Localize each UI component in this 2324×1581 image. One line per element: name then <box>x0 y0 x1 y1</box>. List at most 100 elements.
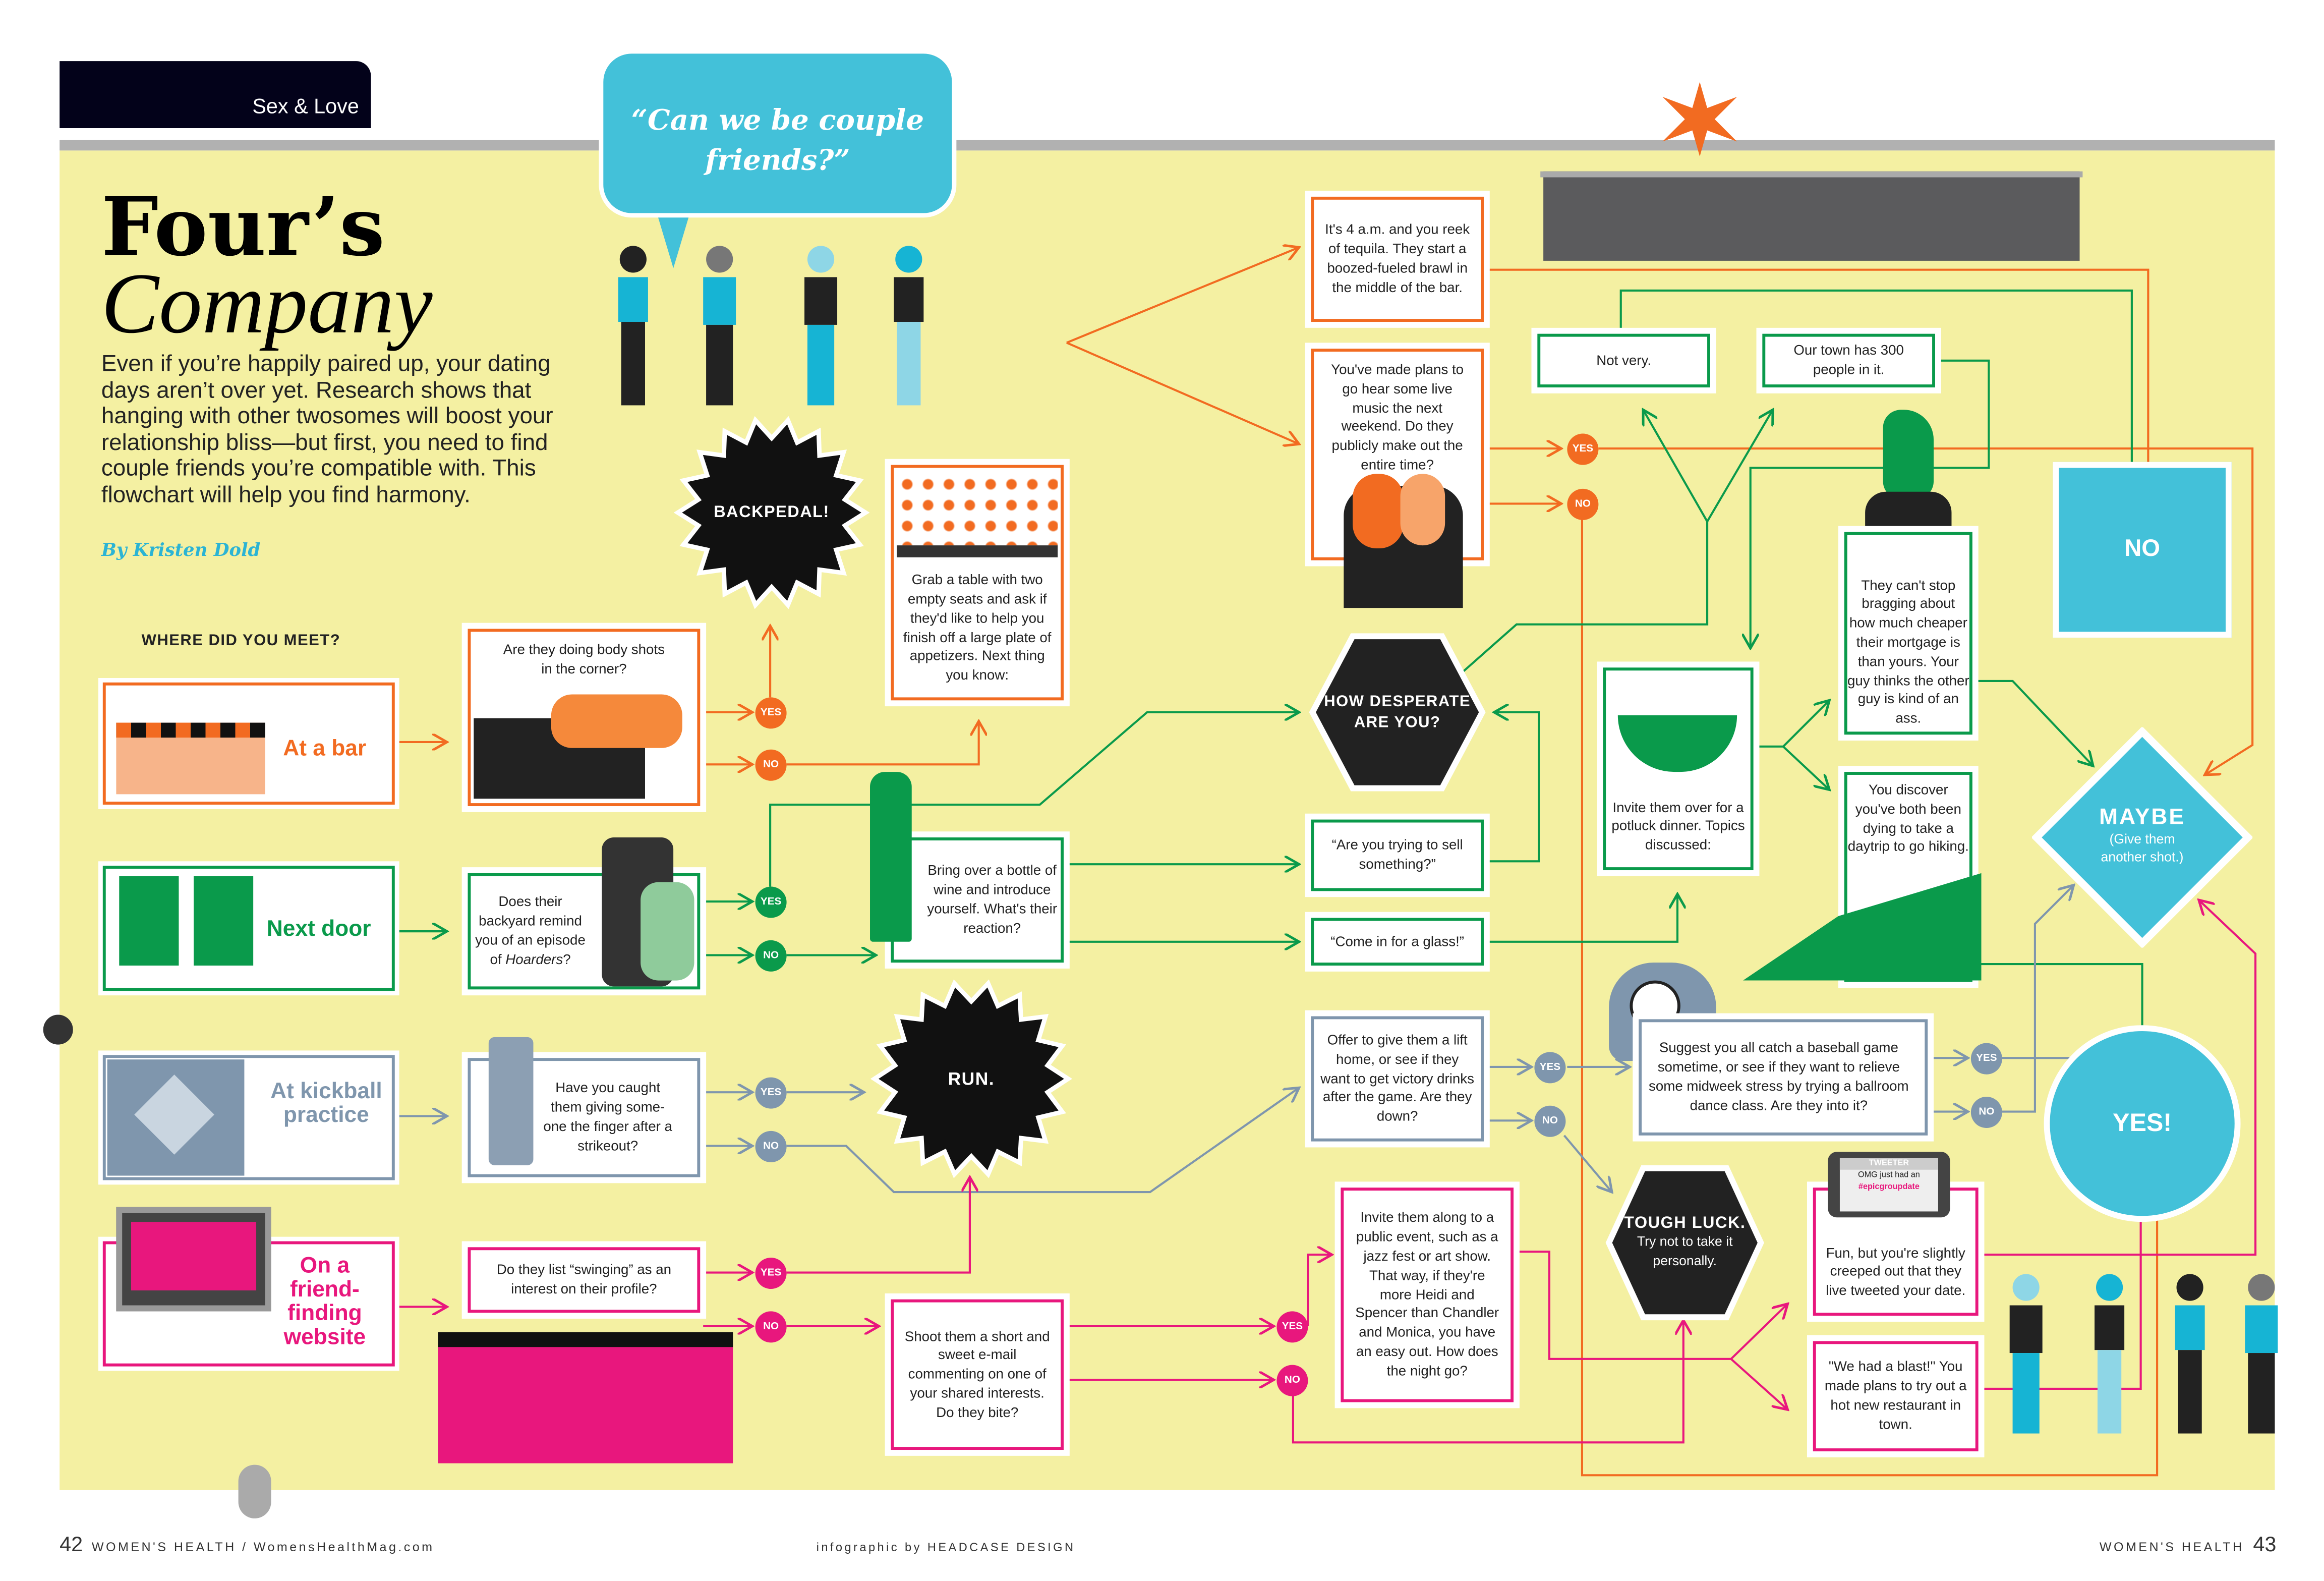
step-public-event: Invite them along to a public event, suc… <box>1334 1181 1520 1408</box>
house-icon <box>193 876 254 966</box>
bar-path-lines <box>399 247 2254 1477</box>
person-icon <box>2095 1274 2125 1434</box>
kickball-field-icon <box>107 1059 245 1176</box>
question-text: Do they list “swinging” as an interest o… <box>496 1261 672 1296</box>
step-text: Fun, but you're slightly creeped out tha… <box>1826 1244 1966 1298</box>
section-tab: Sex & Love <box>60 61 371 129</box>
person-icon <box>2175 1274 2205 1434</box>
person-icon <box>894 246 924 406</box>
step-live-music: You've made plans to go hear some live m… <box>1305 343 1490 608</box>
tough-luck-hexagon <box>1605 1165 1764 1321</box>
step-text: Offer to give them a lift home, or see i… <box>1320 1031 1475 1124</box>
start-label: At a bar <box>283 736 367 762</box>
start-kickball-practice: At kickball practice <box>98 1050 399 1185</box>
awning-icon <box>116 722 265 738</box>
maybe-label: MAYBE (Give them another shot.) <box>2062 805 2223 866</box>
step-text: "We had a blast!" You made plans to try … <box>1824 1358 1967 1432</box>
question-finger: Have you caught them giving some-one the… <box>461 1037 707 1183</box>
no-badge: NO <box>1970 1096 2002 1128</box>
no-badge: NO <box>755 749 787 781</box>
page-number-right: 43 <box>2253 1532 2277 1556</box>
start-question: WHERE DID YOU MEET? <box>141 632 341 650</box>
step-four-am: It's 4 a.m. and you reek of tequila. The… <box>1305 191 1490 328</box>
bar-brawl-illustration <box>1540 82 2083 261</box>
step-text: Our town has 300 people in it. <box>1793 342 1904 377</box>
start-next-door: Next door <box>98 861 399 996</box>
backpedal-starburst <box>673 416 870 609</box>
footer-right: WOMEN'S HEALTH 43 <box>2100 1532 2277 1556</box>
step-baseball: Suggest you all catch a baseball game so… <box>1633 1013 1934 1142</box>
potluck-bowl-icon <box>1617 715 1737 772</box>
footer-credit: infographic by HEADCASE DESIGN <box>816 1541 1076 1554</box>
bed-icon <box>438 1332 733 1463</box>
yes-badge: YES <box>1567 433 1599 465</box>
start-label: At kickball practice <box>270 1079 382 1128</box>
step-bottle: Bring over a bottle of wine and introduc… <box>885 831 1070 969</box>
person-icon <box>618 246 648 406</box>
yes-badge: YES <box>1970 1043 2002 1075</box>
speech-bubble-tail <box>655 208 691 268</box>
start-label: On a friend-finding website <box>283 1253 366 1350</box>
step-blast: "We had a blast!" You made plans to try … <box>1807 1335 1985 1457</box>
yes-badge: YES <box>755 1077 787 1109</box>
maybe-diamond <box>2031 727 2253 948</box>
person-icon <box>2009 1274 2043 1434</box>
start-friend-finding-website: On a friend-finding website <box>98 1207 399 1371</box>
how-desperate-label: HOW DESPERATE ARE YOU? <box>1324 693 1471 732</box>
how-desperate-hexagon <box>1309 633 1486 792</box>
step-text: Invite them along to a public event, suc… <box>1355 1209 1499 1378</box>
no-badge: NO <box>1276 1365 1308 1396</box>
step-grab-table: Grab a table with two empty seats and as… <box>885 459 1070 707</box>
step-potluck: Invite them over for a potluck dinner. T… <box>1597 661 1760 876</box>
house-icon <box>119 876 179 966</box>
outcome-no: NO <box>2053 462 2232 638</box>
outcome-yes: YES! <box>2044 1025 2241 1222</box>
step-town: Our town has 300 people in it. <box>1756 327 1941 393</box>
appetizer-plate-icon <box>897 474 1058 557</box>
step-text: Grab a table with two empty seats and as… <box>903 571 1052 683</box>
step-text: You've made plans to go hear some live m… <box>1331 360 1464 473</box>
kissing-couple-icon <box>1344 474 1463 608</box>
step-email: Shoot them a short and sweet e-mail comm… <box>885 1293 1070 1456</box>
wine-bottle-icon <box>870 772 912 942</box>
garbage-bag-icon <box>641 882 694 981</box>
kickball-icon <box>43 1014 73 1045</box>
no-badge: NO <box>755 1131 787 1162</box>
start-at-a-bar: At a bar <box>98 677 399 809</box>
speech-bubble: “Can we be couple friends?” <box>599 49 957 218</box>
question-text: Does their backyard remind you of an epi… <box>475 893 586 967</box>
computer-monitor-icon <box>116 1207 271 1312</box>
question-hoarders: Does their backyard remind you of an epi… <box>461 837 707 996</box>
middle-finger-hand-icon <box>488 1037 534 1165</box>
intro-text: Even if you’re happily paired up, your d… <box>101 352 553 509</box>
person-icon <box>2245 1274 2278 1434</box>
no-badge: NO <box>755 1311 787 1343</box>
step-sell-something: “Are you trying to sell something?” <box>1305 813 1490 897</box>
step-come-in: “Come in for a glass!” <box>1305 912 1490 972</box>
maybe-subtitle: (Give them another shot.) <box>2101 831 2184 865</box>
step-bragging: They can't stop bragging about how much … <box>1838 526 1979 741</box>
footer-publication: WOMEN'S HEALTH <box>2099 1539 2244 1554</box>
step-text: Shoot them a short and sweet e-mail comm… <box>904 1327 1050 1420</box>
step-text: Bring over a bottle of wine and introduc… <box>927 862 1058 936</box>
step-text: They can't stop bragging about how much … <box>1847 576 1969 726</box>
question-swinging: Do they list “swinging” as an interest o… <box>461 1241 707 1319</box>
no-badge: NO <box>1567 488 1599 520</box>
yes-badge: YES <box>755 697 787 729</box>
kickball-path-lines <box>399 885 2119 1192</box>
phone-post-text: OMG just had an <box>1857 1171 1920 1180</box>
step-lift-home: Offer to give them a lift home, or see i… <box>1305 1010 1490 1148</box>
start-label: Next door <box>266 916 371 942</box>
question-text: Have you caught them giving some-one the… <box>543 1079 672 1153</box>
run-label: RUN. <box>948 1068 995 1090</box>
step-text: Invite them over for a potluck dinner. T… <box>1611 798 1745 853</box>
no-badge: NO <box>1534 1105 1566 1137</box>
question-text: Are they doing body shots in the corner? <box>503 641 665 676</box>
no-badge: NO <box>755 940 787 972</box>
title-line-2: Company <box>101 255 433 352</box>
title-line-1: Four’s <box>101 179 385 274</box>
step-text: “Are you trying to sell something?” <box>1331 836 1463 872</box>
backpedal-label: BACKPEDAL! <box>714 503 830 522</box>
step-not-very: Not very. <box>1531 327 1716 393</box>
